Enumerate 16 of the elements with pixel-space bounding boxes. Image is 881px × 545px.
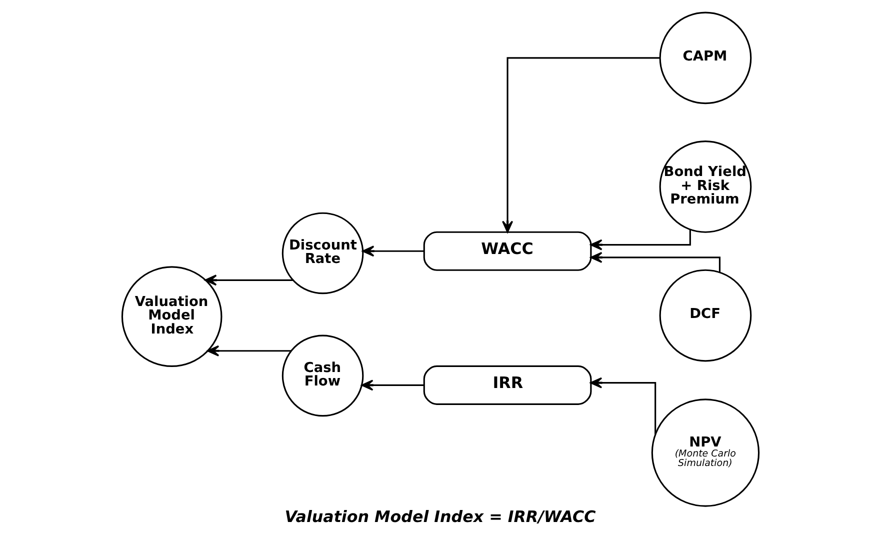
arrow	[207, 345, 292, 356]
arrow	[204, 274, 293, 286]
arrow	[590, 377, 656, 434]
node-box: IRR	[423, 365, 592, 405]
arrow	[362, 246, 424, 257]
node-circle: DCF	[659, 269, 752, 362]
node-circle: NPV (Monte Carlo Simulation)	[651, 398, 760, 507]
node-circle: Cash Flow	[282, 334, 364, 417]
arrow	[502, 57, 660, 233]
node-circle: Discount Rate	[282, 212, 364, 294]
node-circle: CAPM	[659, 12, 752, 104]
node-box: WACC	[423, 231, 592, 271]
caption: Valuation Model Index = IRR/WACC	[284, 506, 596, 526]
node-circle: Bond Yield + Risk Premium	[659, 140, 752, 233]
arrow	[361, 380, 424, 391]
node-circle: Valuation Model Index	[121, 266, 222, 367]
